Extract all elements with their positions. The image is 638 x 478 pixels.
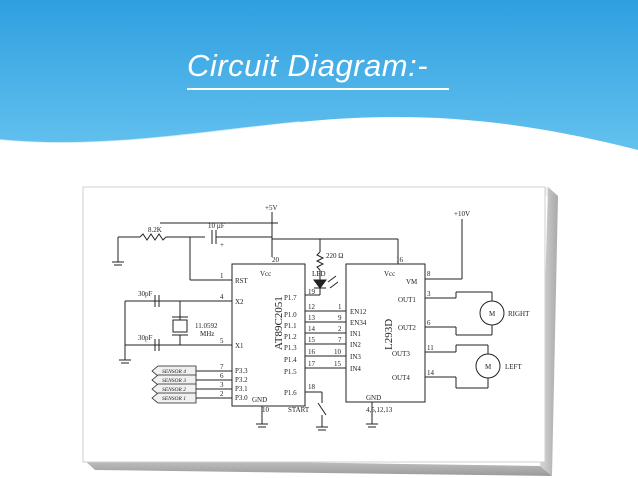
mcu-pin-l0: 1 (220, 272, 224, 280)
vcc5-label: +5V (265, 204, 278, 212)
drv-out-1: OUT2 (398, 324, 416, 332)
mcu-port-7: P1.6 (284, 389, 297, 397)
mcu-p3-3: P3.0 (235, 394, 248, 402)
mcu-pin-l1: 4 (220, 293, 224, 301)
mcu-vcc: Vcc (260, 270, 271, 278)
c1-label: 10 µF (208, 222, 225, 230)
motor-right-m: M (489, 310, 496, 318)
drv-pin-vcc: 16 (396, 256, 404, 264)
board-front-face (82, 186, 546, 463)
drv-in-2: IN1 (350, 330, 361, 338)
mcu-port-4: P1.3 (284, 344, 297, 352)
mcu-pin-r3: 14 (308, 325, 316, 333)
drv-in-1: EN34 (350, 319, 367, 327)
mcu-pin-l4: 6 (220, 372, 224, 380)
drv-pin-out-0: 3 (427, 290, 431, 298)
mcu-port-2: P1.1 (284, 322, 297, 330)
drv-pin-out-1: 6 (427, 319, 431, 327)
mcu-pin-l3: 7 (220, 363, 224, 371)
drv-out-3: OUT4 (392, 374, 410, 382)
drv-pin-in-2: 2 (338, 325, 342, 333)
mcu-pin-l2: 5 (220, 337, 224, 345)
mcu-pin-r4: 15 (308, 336, 316, 344)
drv-pin-in-0: 1 (338, 303, 342, 311)
mcu-port-0: P1.7 (284, 294, 297, 302)
mcu-chip (231, 263, 306, 407)
crystal-label-2: MHz (200, 330, 214, 338)
mcu-pin-r0: 19 (308, 288, 316, 296)
drv-gnd: GND (366, 394, 381, 402)
board-bottom-face (83, 459, 552, 476)
mcu-pin-l5: 3 (220, 381, 224, 389)
drv-pin-out-2: 11 (427, 344, 434, 352)
r1-label: 8.2K (148, 226, 162, 234)
drv-vcc: Vcc (384, 270, 395, 278)
sensor-label-1: SENSOR 3 (162, 378, 186, 384)
drv-pin-in-1: 9 (338, 314, 342, 322)
banner-swoosh (199, 120, 638, 156)
r2-label: 220 Ω (326, 252, 343, 260)
driver-chip (345, 263, 426, 403)
drv-pin-in-4: 10 (334, 348, 342, 356)
sensor-label-0: SENSOR 4 (162, 368, 186, 375)
mcu-pin-vcc: 20 (272, 256, 280, 264)
mcu-pin-r6: 17 (308, 360, 316, 368)
mcu-gnd: GND (252, 396, 267, 404)
cap-top-label: 30pF (138, 290, 153, 298)
title-banner (0, 0, 638, 169)
drv-pin-gnd: 4,5,12,13 (366, 406, 393, 414)
sensor-label-2: SENSOR 2 (162, 387, 186, 393)
drv-pin-vm: 8 (427, 270, 431, 278)
mcu-pin-r7: 18 (308, 383, 316, 391)
mcu-rst: RST (235, 277, 249, 285)
mcu-p3-2: P3.1 (235, 385, 248, 393)
slide-title: Circuit Diagram:- (187, 48, 429, 83)
mcu-pin-r2: 13 (308, 314, 316, 322)
drv-pin-in-3: 7 (338, 336, 342, 344)
schematic (112, 212, 505, 431)
mcu-port-3: P1.2 (284, 333, 297, 341)
title-underline (187, 88, 449, 90)
motor-left-m: M (485, 363, 492, 371)
cap-bottom-label: 30pF (138, 334, 153, 342)
mcu-pin-r1: 12 (308, 303, 316, 311)
drv-pin-out-3: 14 (427, 369, 435, 377)
led-label: LED (312, 270, 326, 278)
crystal-label-1: 11.0592 (195, 322, 218, 330)
c1-plus: + (220, 241, 224, 249)
sensor-label-3: SENSOR 1 (162, 396, 186, 402)
sensor-tags (151, 365, 197, 404)
drv-in-0: EN12 (350, 308, 367, 316)
drv-out-0: OUT1 (398, 296, 416, 304)
mcu-pin-r5: 16 (308, 348, 316, 356)
mcu-x1: X1 (235, 342, 244, 350)
mcu-name: AT89C2051 (273, 296, 285, 350)
mcu-pin-gnd: 10 (262, 406, 270, 414)
driver-name: L293D (383, 319, 395, 350)
drv-in-5: IN4 (350, 365, 361, 373)
start-label: START (288, 406, 310, 414)
mcu-x2: X2 (235, 298, 244, 306)
drv-out-2: OUT3 (392, 350, 410, 358)
mcu-p3-0: P3.3 (235, 367, 248, 375)
mcu-port-5: P1.4 (284, 356, 297, 364)
motor-right-label: RIGHT (508, 310, 530, 318)
mcu-p3-1: P3.2 (235, 376, 248, 384)
vcc10-label: +10V (454, 210, 470, 218)
drv-in-4: IN3 (350, 353, 361, 361)
mcu-pin-l6: 2 (220, 390, 224, 398)
drv-vm: VM (406, 278, 418, 286)
drv-pin-in-5: 15 (334, 360, 342, 368)
mcu-port-1: P1.0 (284, 311, 297, 319)
mcu-port-6: P1.5 (284, 368, 297, 376)
drv-in-3: IN2 (350, 341, 361, 349)
motor-left-label: LEFT (505, 363, 522, 371)
